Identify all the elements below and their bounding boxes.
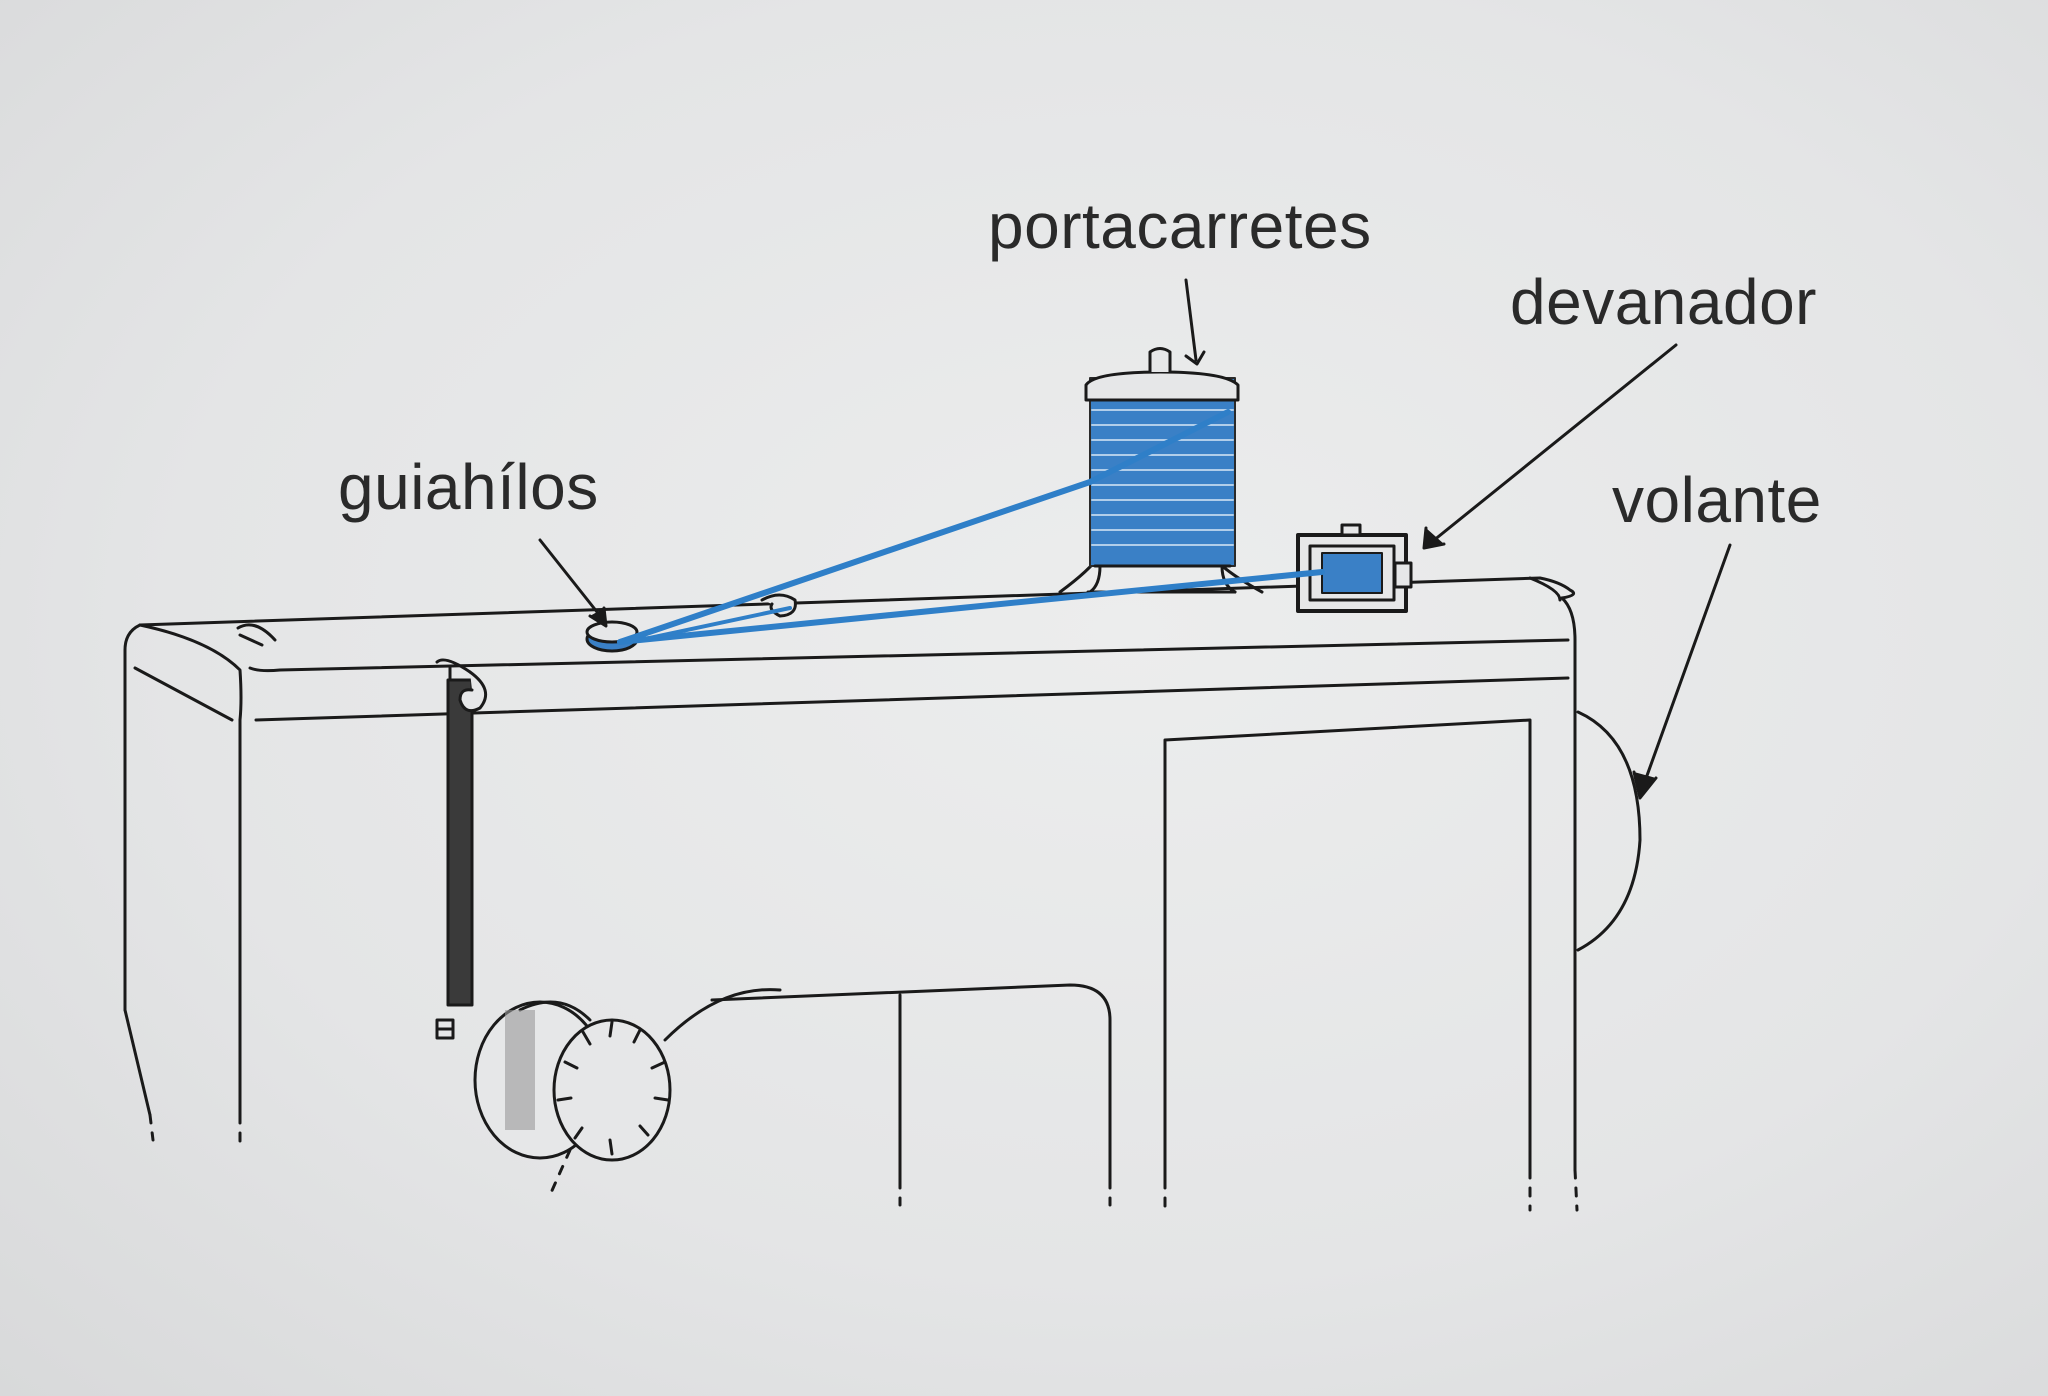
- label-guiahilos: guiahílos: [338, 451, 599, 523]
- spool-holder: [1058, 347, 1264, 594]
- label-portacarretes: portacarretes: [988, 190, 1372, 262]
- label-volante: volante: [1612, 464, 1822, 536]
- thread-path: [617, 409, 1325, 645]
- handwheel: [1576, 710, 1642, 952]
- machine-body: [123, 576, 1577, 1182]
- bobbin-winder: [1296, 523, 1413, 613]
- thread-guide: [585, 593, 797, 653]
- label-devanador: devanador: [1510, 266, 1817, 338]
- take-up-lever: [435, 658, 488, 1040]
- leader-arrows: [538, 278, 1732, 800]
- top-slot: [236, 623, 277, 647]
- dashed-ends: [148, 1113, 1579, 1212]
- stitch-dial: [473, 988, 782, 1162]
